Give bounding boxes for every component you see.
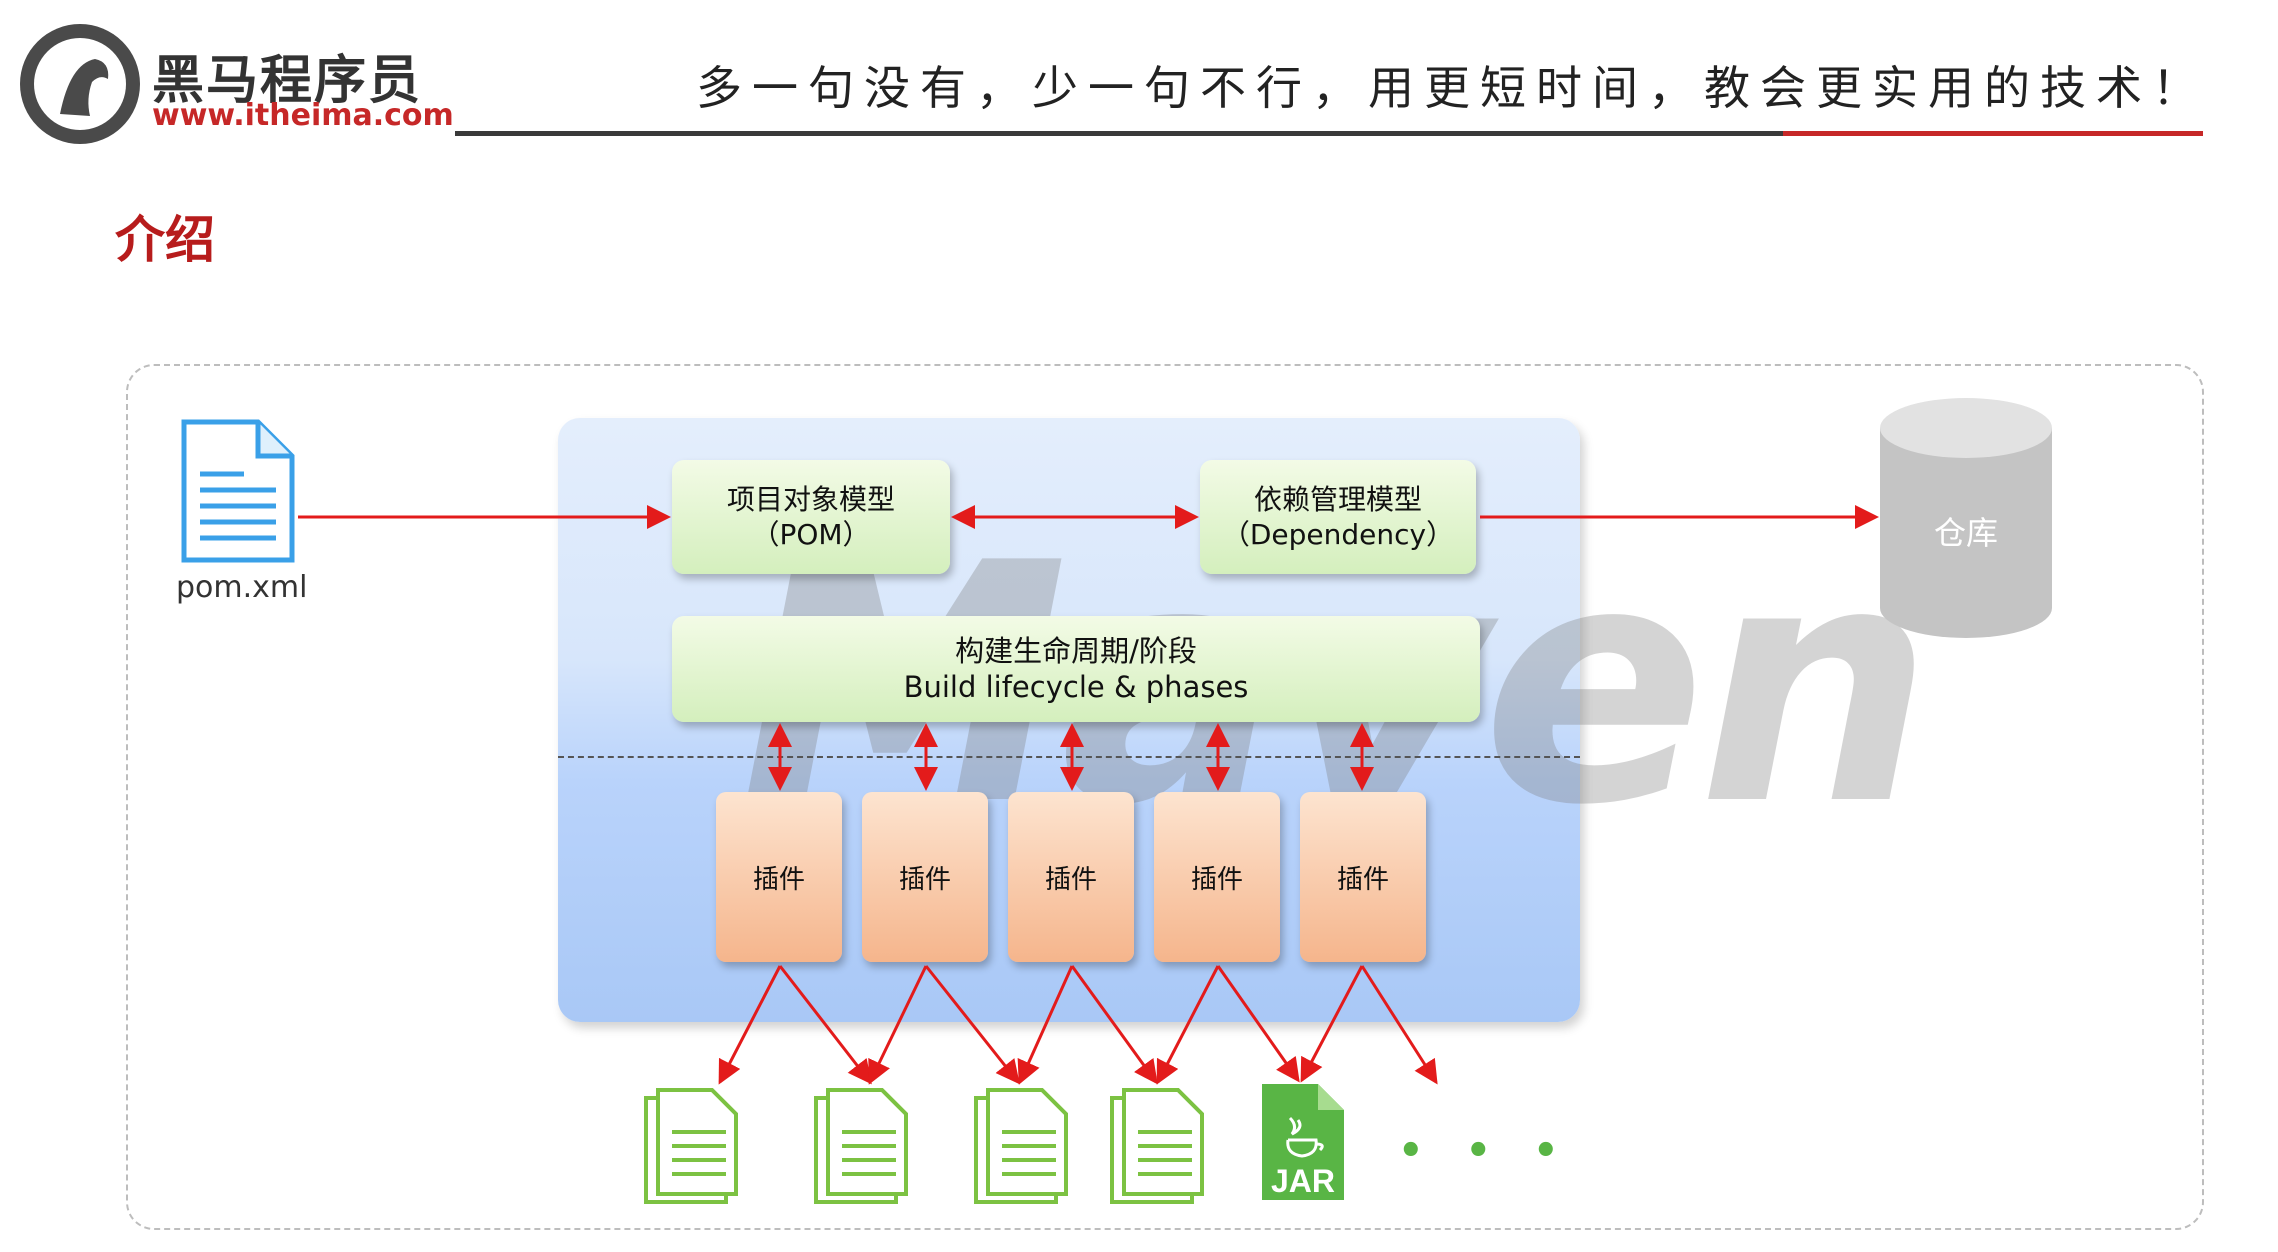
- dependency-model-box: 依赖管理模型 （Dependency）: [1200, 460, 1476, 574]
- horse-icon: [60, 59, 109, 116]
- plugin-box-4: 插件: [1154, 792, 1280, 962]
- header-divider-accent: [1783, 131, 2203, 136]
- brand-url: www.itheima.com: [152, 98, 454, 133]
- dependency-model-subtitle: （Dependency）: [1221, 518, 1455, 551]
- dependency-model-title: 依赖管理模型: [1253, 483, 1422, 516]
- plugin-box-2: 插件: [862, 792, 988, 962]
- plugin-box-1: 插件: [716, 792, 842, 962]
- pom-file-icon: [181, 419, 295, 563]
- pom-model-title: 项目对象模型: [726, 483, 895, 516]
- header-divider: [455, 131, 1783, 136]
- itheima-logo-icon: [20, 24, 140, 144]
- more-outputs: • • •: [1398, 1128, 1573, 1174]
- lifecycle-subtitle: Build lifecycle & phases: [903, 670, 1249, 704]
- output-doc-icon: [814, 1088, 908, 1204]
- output-doc-icon: [974, 1088, 1068, 1204]
- output-doc-icon: [644, 1088, 738, 1204]
- repository-icon: [1880, 398, 2052, 638]
- pom-file-label: pom.xml: [176, 570, 308, 605]
- jar-file-icon: JAR: [1262, 1084, 1344, 1200]
- page-title: 介绍: [115, 211, 215, 269]
- lifecycle-box: 构建生命周期/阶段 Build lifecycle & phases: [672, 616, 1480, 722]
- plugin-box-3: 插件: [1008, 792, 1134, 962]
- output-doc-icon: [1110, 1088, 1204, 1204]
- repository-label: 仓库: [1933, 514, 1998, 552]
- diagram-frame: [126, 364, 2204, 1230]
- jar-label: JAR: [1271, 1163, 1335, 1199]
- plugin-box-5: 插件: [1300, 792, 1426, 962]
- pom-model-box: 项目对象模型 （POM）: [672, 460, 950, 574]
- lifecycle-title: 构建生命周期/阶段: [955, 633, 1197, 668]
- slogan: 多一句没有，少一句不行，用更短时间，教会更实用的技术！: [696, 61, 2208, 115]
- brand-name: 黑马程序员: [152, 51, 423, 111]
- pom-model-subtitle: （POM）: [751, 518, 871, 551]
